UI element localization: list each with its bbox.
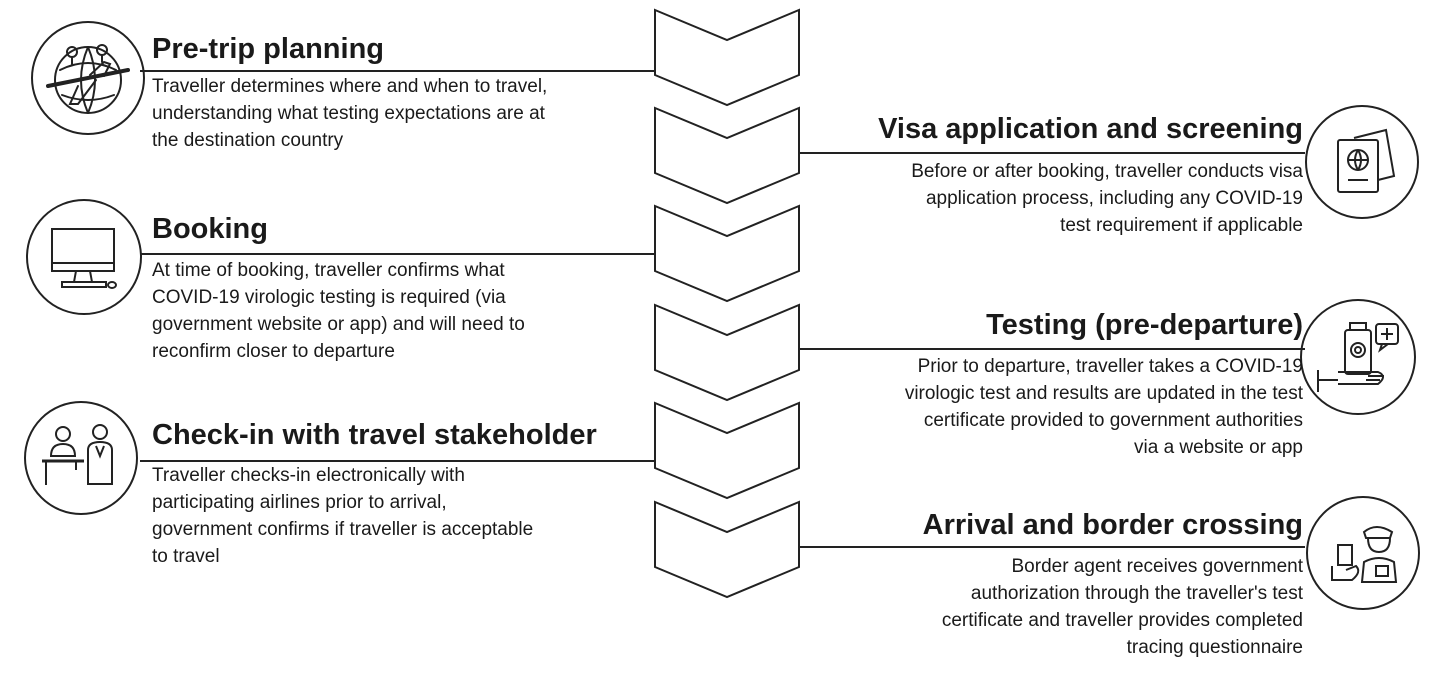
icon-circle-visa bbox=[1305, 105, 1419, 219]
step-description: At time of booking, traveller confirms w… bbox=[152, 257, 652, 365]
desc-line: Border agent receives government bbox=[1011, 556, 1304, 577]
check-in-desk-icon bbox=[42, 424, 113, 485]
globe-airplane-icon bbox=[46, 44, 130, 114]
step-description: Before or after booking, traveller condu… bbox=[803, 158, 1303, 239]
step-title: Pre-trip planning bbox=[152, 33, 384, 65]
step-description: Traveller determines where and when to t… bbox=[152, 73, 652, 154]
desc-line: tracing questionnaire bbox=[1126, 637, 1303, 658]
step-title: Testing (pre-departure) bbox=[986, 309, 1303, 341]
desc-line: application process, including any COVID… bbox=[925, 188, 1303, 209]
chevron-3 bbox=[654, 204, 800, 303]
step-title: Arrival and border crossing bbox=[922, 509, 1303, 541]
step-description: Prior to departure, traveller takes a CO… bbox=[803, 353, 1303, 461]
desc-line: the destination country bbox=[152, 130, 344, 151]
chevron-1 bbox=[654, 8, 800, 107]
desc-line: Traveller determines where and when to t… bbox=[152, 76, 548, 97]
desc-line: test requirement if applicable bbox=[1060, 215, 1303, 236]
computer-monitor-icon bbox=[51, 228, 117, 289]
desc-line: reconfirm closer to departure bbox=[152, 341, 395, 362]
desc-line: certificate and traveller provides compl… bbox=[941, 610, 1303, 631]
desc-line: virologic test and results are updated i… bbox=[904, 383, 1303, 404]
chevron-4 bbox=[654, 303, 800, 402]
step-title: Booking bbox=[152, 213, 268, 245]
step-title: Check-in with travel stakeholder bbox=[152, 419, 597, 451]
desc-line: via a website or app bbox=[1134, 437, 1303, 458]
desc-line: COVID-19 virologic testing is required (… bbox=[152, 287, 506, 308]
chevron-2 bbox=[654, 106, 800, 205]
icon-circle-testing bbox=[1300, 299, 1416, 415]
border-agent-icon bbox=[1331, 526, 1398, 583]
desc-line: Traveller checks-in electronically with bbox=[152, 465, 465, 486]
desc-line: Before or after booking, traveller condu… bbox=[911, 161, 1303, 182]
step-description: Border agent receives government authori… bbox=[803, 553, 1303, 661]
desc-line: At time of booking, traveller confirms w… bbox=[152, 260, 505, 281]
icon-circle-pre-trip bbox=[31, 21, 145, 135]
passport-icon bbox=[1337, 128, 1396, 193]
desc-line: to travel bbox=[152, 546, 220, 567]
test-kit-icon bbox=[1317, 322, 1399, 392]
icon-circle-booking bbox=[26, 199, 142, 315]
icon-circle-check-in bbox=[24, 401, 138, 515]
chevron-6 bbox=[654, 500, 800, 599]
desc-line: certificate provided to government autho… bbox=[923, 410, 1303, 431]
chevron-5 bbox=[654, 401, 800, 500]
desc-line: government website or app) and will need… bbox=[152, 314, 525, 335]
desc-line: participating airlines prior to arrival, bbox=[152, 492, 447, 513]
step-description: Traveller checks-in electronically with … bbox=[152, 462, 652, 570]
desc-line: understanding what testing expectations … bbox=[152, 103, 545, 124]
desc-line: government confirms if traveller is acce… bbox=[152, 519, 534, 540]
icon-circle-arrival bbox=[1306, 496, 1420, 610]
desc-line: authorization through the traveller's te… bbox=[970, 583, 1303, 604]
step-title: Visa application and screening bbox=[878, 113, 1303, 145]
desc-line: Prior to departure, traveller takes a CO… bbox=[917, 356, 1303, 377]
